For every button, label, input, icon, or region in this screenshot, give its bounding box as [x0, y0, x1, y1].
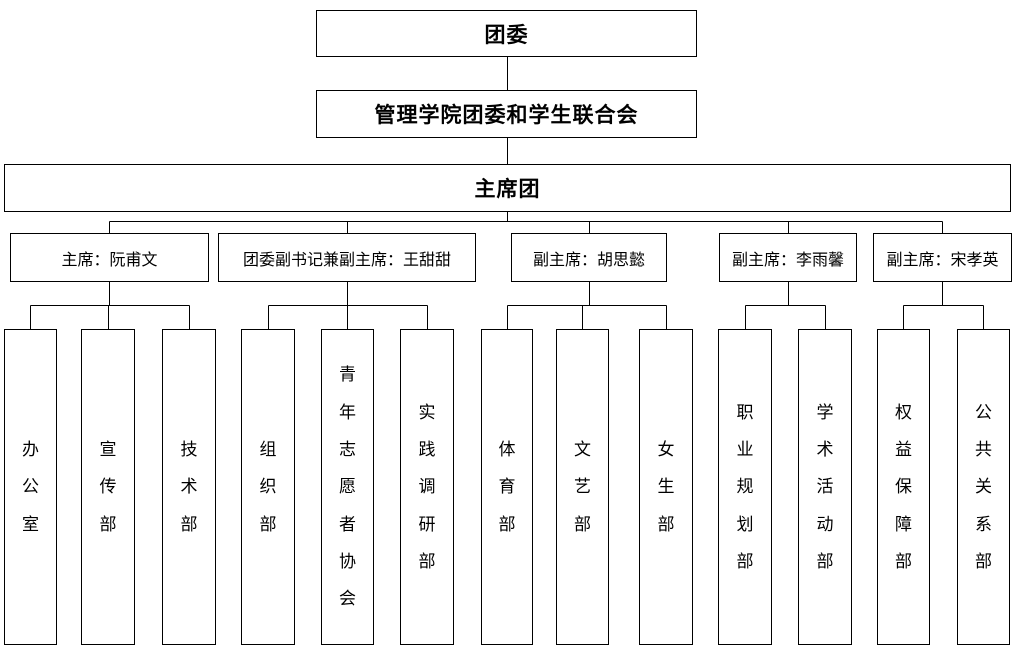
department-label: 公共关系部	[975, 402, 992, 572]
leader-box-vice-chairman-2: 副主席：李雨馨	[719, 233, 857, 282]
department-box-girls: 女生部	[639, 329, 693, 645]
department-label: 学术活动部	[816, 402, 834, 572]
department-box-academic-activities: 学术活动部	[798, 329, 852, 645]
department-box-public-relations: 公共关系部	[957, 329, 1010, 645]
department-box-technology: 技术部	[162, 329, 216, 645]
department-label: 青年志愿者协会	[339, 365, 356, 609]
department-label: 女生部	[657, 439, 675, 534]
department-label: 体育部	[498, 439, 516, 534]
leader-box-chairman: 主席：阮甫文	[10, 233, 209, 282]
department-label: 实践调研部	[418, 402, 436, 572]
department-box-career-planning: 职业规划部	[718, 329, 772, 645]
department-label: 办公室	[22, 439, 39, 534]
department-label: 文艺部	[574, 439, 591, 534]
federation-box: 管理学院团委和学生联合会	[316, 90, 697, 138]
department-box-rights-protection: 权益保障部	[877, 329, 930, 645]
department-label: 宣传部	[99, 439, 117, 534]
department-box-practice-research: 实践调研部	[400, 329, 454, 645]
department-label: 组织部	[259, 439, 277, 534]
leader-box-vice-chairman-1: 副主席：胡思懿	[511, 233, 667, 282]
department-label: 权益保障部	[895, 402, 912, 572]
department-label: 技术部	[180, 439, 198, 534]
department-label: 职业规划部	[736, 402, 754, 572]
leader-box-deputy-secretary: 团委副书记兼副主席：王甜甜	[218, 233, 476, 282]
department-box-organization: 组织部	[241, 329, 295, 645]
root-box: 团委	[316, 10, 697, 57]
department-box-youth-volunteers: 青年志愿者协会	[321, 329, 374, 645]
department-box-arts: 文艺部	[556, 329, 609, 645]
presidium-box: 主席团	[4, 164, 1011, 212]
leader-box-vice-chairman-3: 副主席：宋孝英	[873, 233, 1012, 282]
department-box-sports: 体育部	[481, 329, 533, 645]
department-box-publicity: 宣传部	[81, 329, 135, 645]
department-box-office: 办公室	[4, 329, 57, 645]
